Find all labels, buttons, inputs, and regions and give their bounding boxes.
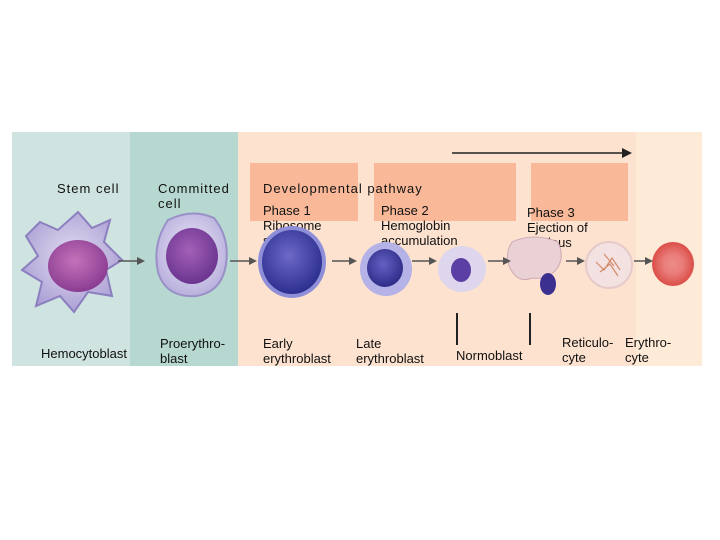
hemocytoblast-cell: [20, 210, 124, 314]
normoblast-cell: [438, 246, 486, 292]
phase-1-box: [250, 163, 358, 221]
reticulocyte-cell: [585, 241, 633, 289]
pathway-direction-arrow: [452, 148, 632, 158]
early-erythroblast-label: Early erythroblast: [263, 336, 331, 366]
arrow-late-to-normo: [412, 257, 437, 265]
committed-cell-header: Committed cell: [158, 181, 230, 211]
erythrocyte-cell: [652, 242, 694, 286]
early-erythroblast-cell: [258, 226, 326, 298]
phase-2-label: Phase 2 Hemoglobin accumulation: [381, 203, 458, 248]
nucleus-ejection-cell: [506, 236, 562, 295]
stem-cell-header: Stem cell: [57, 181, 120, 196]
proerythroblast-cell: [155, 212, 228, 298]
late-erythroblast-label: Late erythroblast: [356, 336, 424, 366]
arrow-hemo-to-pro: [118, 257, 145, 265]
erythrocyte-label: Erythro- cyte: [625, 335, 672, 365]
arrow-normo-to-ejection: [488, 257, 511, 265]
arrow-ejection-to-reticulo: [566, 257, 585, 265]
hemocytoblast-label: Hemocytoblast: [41, 346, 127, 361]
phase-3-box: [531, 163, 628, 221]
arrow-reticulo-to-erythro: [634, 257, 653, 265]
phase-2-box: [374, 163, 516, 221]
arrow-early-to-late: [332, 257, 357, 265]
normoblast-label: Normoblast: [456, 348, 523, 363]
arrow-pro-to-early: [230, 257, 257, 265]
normoblast-bracket-left: [456, 313, 458, 345]
developmental-pathway-header: Developmental pathway: [263, 181, 423, 196]
reticulocyte-label: Reticulo- cyte: [562, 335, 614, 365]
proerythroblast-label: Proerythro- blast: [160, 336, 226, 366]
normoblast-bracket-right: [529, 313, 531, 345]
late-erythroblast-cell: [360, 242, 412, 296]
